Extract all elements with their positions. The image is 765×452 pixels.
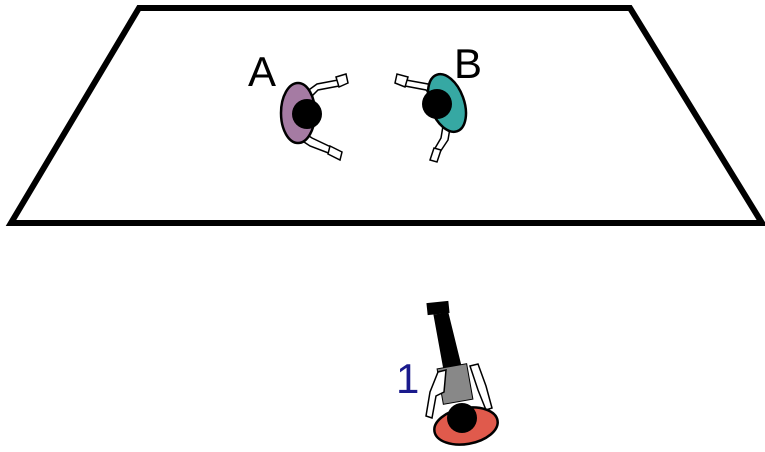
camera-operator-left-arm [425, 369, 447, 419]
stage-floor [5, 5, 765, 226]
camera-operator-right-arm [469, 363, 493, 411]
actor-b-head [422, 89, 452, 119]
camera-operator-head [447, 403, 477, 433]
actor-a-head [292, 99, 322, 129]
actor-a: A [248, 48, 349, 162]
actor-b: B [394, 40, 482, 163]
camera-lens [426, 300, 450, 316]
camera-barrel [433, 312, 462, 371]
camera-operator-label: 1 [396, 355, 419, 402]
camera-operator: 1 [396, 300, 499, 446]
actor-b-label: B [454, 40, 482, 87]
actor-a-label: A [248, 48, 276, 95]
